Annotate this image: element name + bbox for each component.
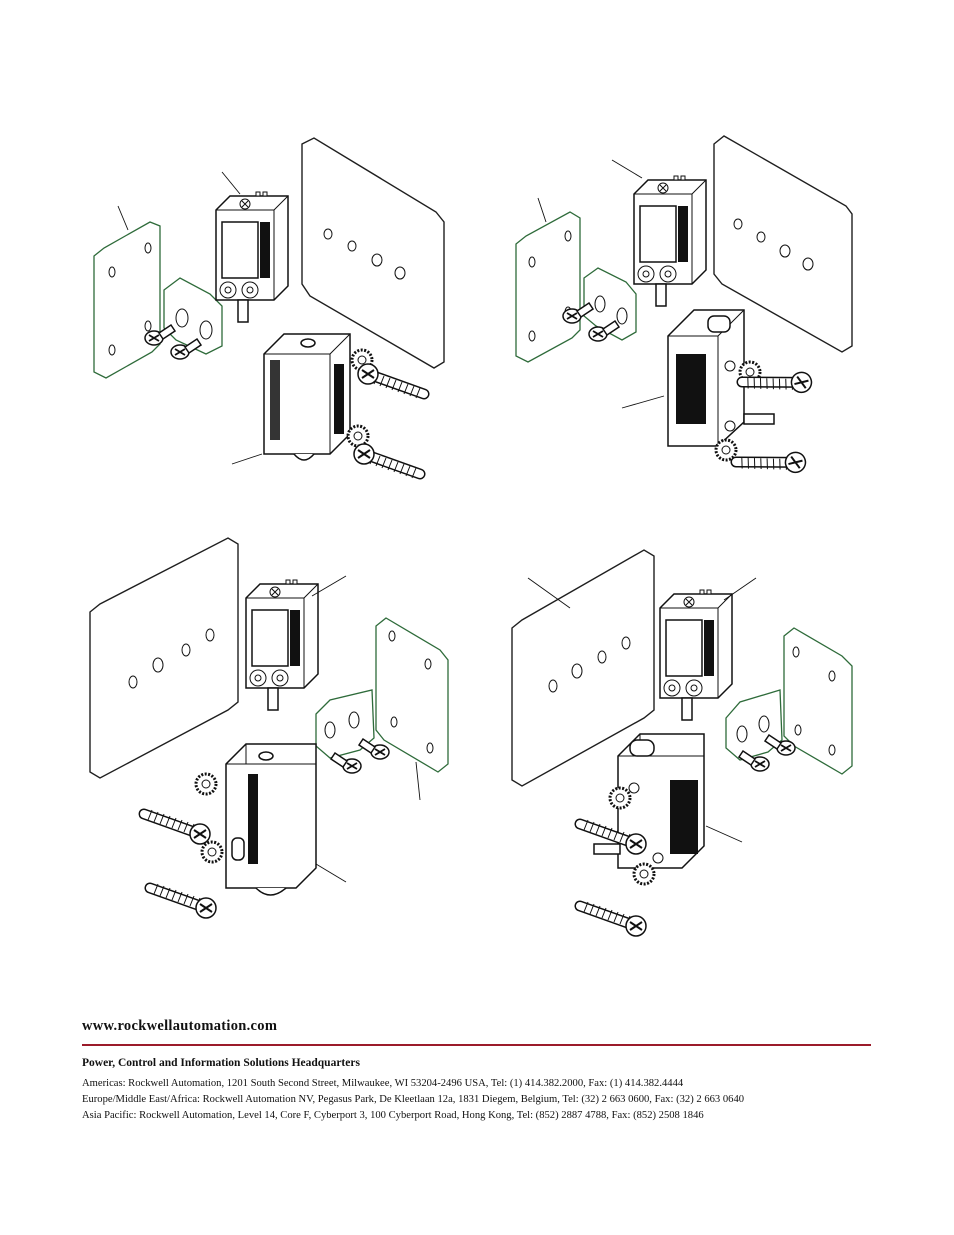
small-sensor bbox=[245, 579, 319, 711]
diagram-2 bbox=[515, 135, 853, 489]
mounting-plate bbox=[511, 549, 655, 787]
screw bbox=[354, 444, 420, 478]
bracket-plate bbox=[375, 617, 449, 773]
mounting-diagrams bbox=[89, 135, 853, 1000]
diagram-1 bbox=[93, 137, 445, 478]
screw bbox=[741, 354, 815, 409]
small-screw bbox=[358, 738, 390, 760]
bracket-plate bbox=[783, 627, 853, 775]
screw bbox=[358, 364, 424, 398]
diagram-3 bbox=[89, 537, 449, 918]
screw bbox=[735, 434, 809, 489]
washer bbox=[608, 786, 632, 810]
bracket-flange bbox=[725, 689, 783, 761]
mounting-plate bbox=[301, 137, 445, 369]
large-sensor bbox=[225, 743, 317, 896]
washer bbox=[200, 840, 224, 864]
small-screw bbox=[330, 752, 362, 774]
washer bbox=[346, 424, 370, 448]
address-asia-pacific: Asia Pacific: Rockwell Automation, Level… bbox=[82, 1110, 704, 1121]
small-sensor bbox=[633, 175, 707, 307]
small-sensor bbox=[215, 191, 289, 323]
mounting-plate bbox=[713, 135, 853, 353]
washer bbox=[714, 438, 738, 462]
headquarters-title: Power, Control and Information Solutions… bbox=[82, 1057, 360, 1069]
footer-rule bbox=[82, 1044, 871, 1046]
large-sensor bbox=[263, 333, 351, 461]
screw bbox=[144, 810, 210, 844]
bracket-plate bbox=[515, 211, 581, 363]
washer bbox=[194, 772, 218, 796]
screw bbox=[580, 902, 646, 936]
screw bbox=[150, 884, 216, 918]
large-sensor bbox=[667, 309, 775, 447]
diagram-4 bbox=[511, 549, 853, 936]
washer bbox=[632, 862, 656, 886]
address-emea: Europe/Middle East/Africa: Rockwell Auto… bbox=[82, 1094, 745, 1105]
small-sensor bbox=[659, 589, 733, 721]
address-americas: Americas: Rockwell Automation, 1201 Sout… bbox=[82, 1078, 684, 1089]
mounting-plate bbox=[89, 537, 239, 779]
website-link[interactable]: www.rockwellautomation.com bbox=[82, 1018, 278, 1034]
